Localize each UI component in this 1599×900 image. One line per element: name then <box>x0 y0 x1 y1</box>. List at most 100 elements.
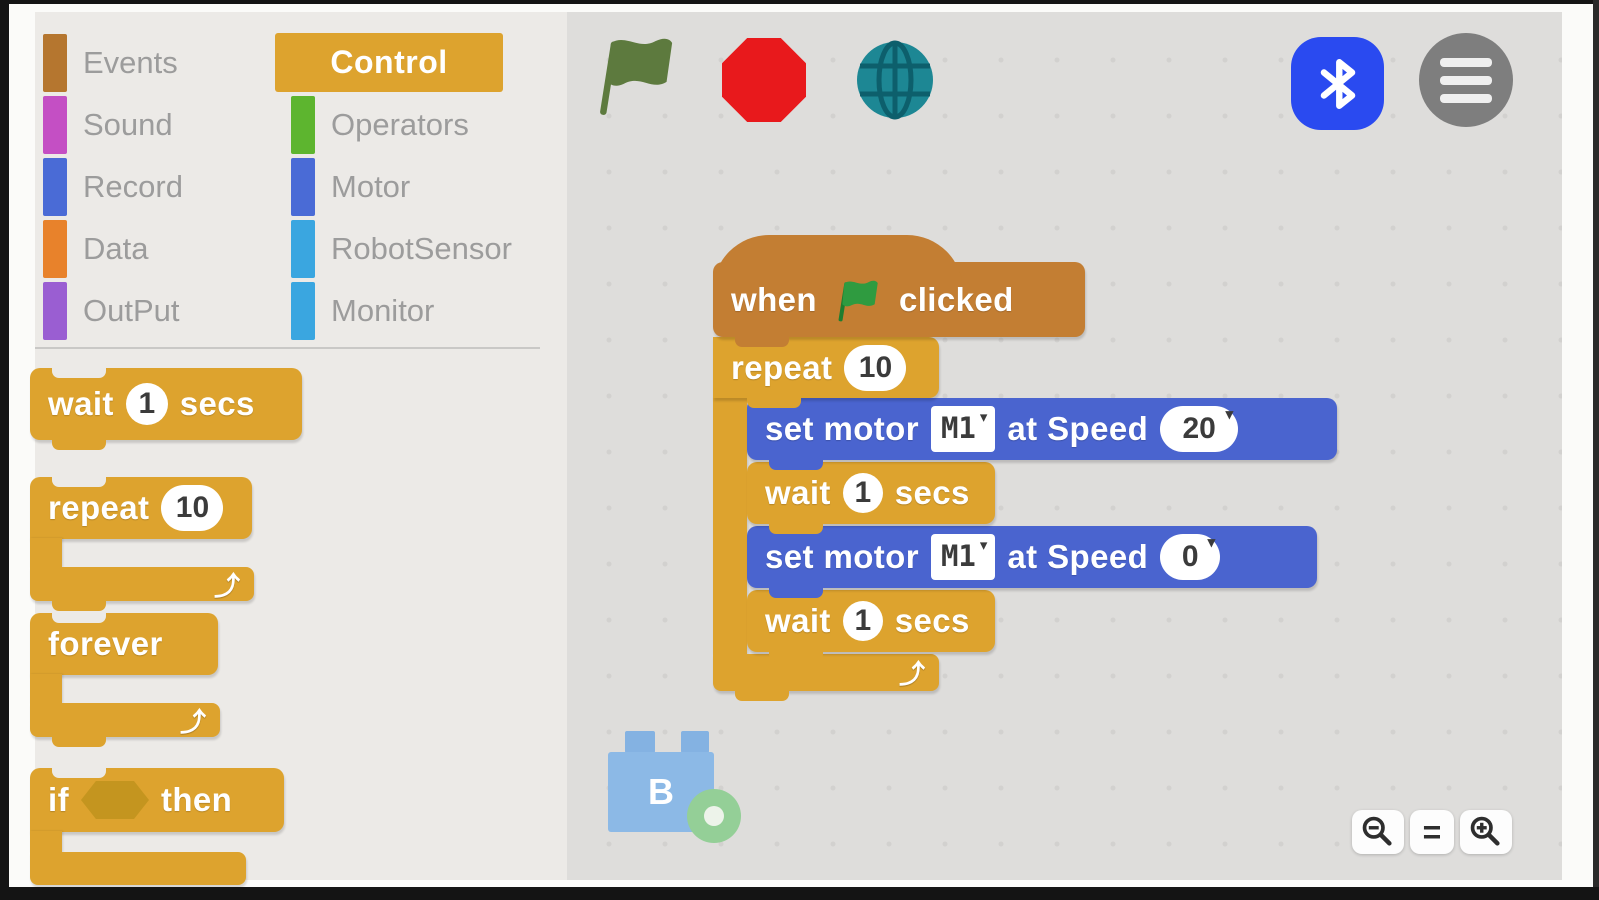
category-sound[interactable]: Sound <box>43 95 173 155</box>
events-color-chip <box>43 34 67 92</box>
palette-repeat-bottom[interactable]: ⤴ <box>30 567 254 611</box>
script-set-motor-block-1[interactable]: set motor M1 ▾ at Speed 20 ▾ <box>747 398 1337 470</box>
monitor-color-chip <box>291 282 315 340</box>
globe-icon[interactable] <box>855 40 935 120</box>
block-label: when <box>731 280 817 318</box>
palette-wait-block[interactable]: wait 1 secs <box>30 367 302 450</box>
palette-repeat-block[interactable]: repeat 10 <box>30 476 252 539</box>
motor-port-dropdown[interactable]: M1 ▾ <box>930 406 996 452</box>
zoom-out-magnifier-icon <box>1362 816 1392 846</box>
zoom-reset-label: = <box>1422 813 1442 850</box>
block-label: forever <box>48 625 163 662</box>
category-robotsensor[interactable]: RobotSensor <box>291 219 512 279</box>
block-label: clicked <box>898 280 1014 318</box>
palette-repeat-arm[interactable] <box>30 538 62 568</box>
script-set-motor-block-2[interactable]: set motor M1 ▾ at Speed 0 ▾ <box>747 526 1317 598</box>
script-repeat-bottom[interactable]: ⤴ <box>713 654 939 701</box>
operators-color-chip <box>291 96 315 154</box>
wait-value-input[interactable]: 1 <box>842 601 883 641</box>
speed-value-dropdown[interactable]: 0 ▾ <box>1160 534 1221 580</box>
chevron-down-icon: ▾ <box>1225 406 1234 423</box>
output-color-chip <box>43 282 67 340</box>
chevron-down-icon: ▾ <box>979 537 988 554</box>
category-monitor[interactable]: Monitor <box>291 281 434 341</box>
condition-slot[interactable] <box>80 781 149 819</box>
menu-bar <box>1440 57 1492 67</box>
block-tab <box>769 459 823 470</box>
palette-if-block[interactable]: if then <box>30 767 284 832</box>
block-label: at Speed <box>1007 410 1149 447</box>
repeat-count-input[interactable]: 10 <box>844 344 907 391</box>
block-tab <box>52 439 106 450</box>
wait-value-input[interactable]: 1 <box>125 383 168 425</box>
connection-status-badge <box>687 789 741 843</box>
script-wait-block-2[interactable]: wait 1 secs <box>747 590 995 662</box>
block-label: wait <box>765 602 831 639</box>
category-motor[interactable]: Motor <box>291 157 410 217</box>
bluetooth-connect-button[interactable] <box>1291 37 1384 130</box>
script-wait-block-1[interactable]: wait 1 secs <box>747 462 995 534</box>
dropdown-value: M1 <box>940 411 976 445</box>
category-label: Events <box>83 45 178 80</box>
menu-bar <box>1440 93 1492 103</box>
palette-if-arm[interactable] <box>30 831 62 853</box>
zoom-reset-button[interactable]: = <box>1410 810 1454 854</box>
window-frame <box>0 0 9 900</box>
block-tab <box>52 736 106 747</box>
sound-color-chip <box>43 96 67 154</box>
category-output[interactable]: OutPut <box>43 281 180 341</box>
block-label: set motor <box>765 410 919 447</box>
robotsensor-color-chip <box>291 220 315 278</box>
block-notch <box>52 612 106 623</box>
stop-sign-icon[interactable] <box>722 38 806 122</box>
motor-port-dropdown[interactable]: M1 ▾ <box>930 534 996 580</box>
palette-forever-block[interactable]: forever <box>30 612 218 675</box>
chevron-down-icon: ▾ <box>979 409 988 426</box>
brick-stud <box>681 731 709 753</box>
green-flag-icon[interactable] <box>593 30 679 118</box>
category-data[interactable]: Data <box>43 219 148 279</box>
category-label: Data <box>83 231 149 266</box>
category-events[interactable]: Events <box>43 33 178 93</box>
green-flag-icon <box>838 280 878 321</box>
category-label: Operators <box>331 107 469 142</box>
block-label: repeat <box>48 489 150 526</box>
hamburger-menu-button[interactable] <box>1419 33 1513 127</box>
block-tab <box>735 690 789 701</box>
block-tab <box>735 336 789 347</box>
script-when-flag-clicked[interactable]: when clicked <box>713 235 1085 347</box>
speed-value-dropdown[interactable]: 20 ▾ <box>1160 406 1239 452</box>
block-tab <box>52 600 106 611</box>
palette-forever-bottom[interactable]: ⤴ <box>30 703 220 747</box>
block-tab <box>747 397 801 408</box>
wait-value-input[interactable]: 1 <box>842 473 883 513</box>
dropdown-value: M1 <box>940 539 976 573</box>
block-notch <box>52 476 106 487</box>
category-label: Control <box>330 44 448 80</box>
window-frame <box>1593 0 1599 900</box>
block-label: secs <box>894 602 970 639</box>
block-label: secs <box>179 385 255 422</box>
zoom-out-button[interactable] <box>1352 810 1404 854</box>
block-label: repeat <box>731 348 833 386</box>
category-control-selected[interactable]: Control <box>275 33 503 92</box>
zoom-in-button[interactable] <box>1460 810 1512 854</box>
script-repeat-arm[interactable] <box>713 397 747 655</box>
category-label: Monitor <box>331 293 435 328</box>
category-label: Sound <box>83 107 173 142</box>
palette-if-bottom[interactable] <box>30 852 246 885</box>
repeat-count-input[interactable]: 10 <box>161 485 224 531</box>
block-tab <box>769 587 823 598</box>
speed-value: 0 <box>1181 540 1199 573</box>
palette-forever-arm[interactable] <box>30 674 62 704</box>
window-frame <box>0 887 1599 900</box>
category-operators[interactable]: Operators <box>291 95 469 155</box>
script-repeat-block[interactable]: repeat 10 <box>713 337 939 408</box>
speed-value: 20 <box>1182 412 1216 445</box>
record-color-chip <box>43 158 67 216</box>
category-record[interactable]: Record <box>43 157 183 217</box>
category-label: Motor <box>331 169 411 204</box>
motor-color-chip <box>291 158 315 216</box>
block-label: if <box>48 781 69 818</box>
